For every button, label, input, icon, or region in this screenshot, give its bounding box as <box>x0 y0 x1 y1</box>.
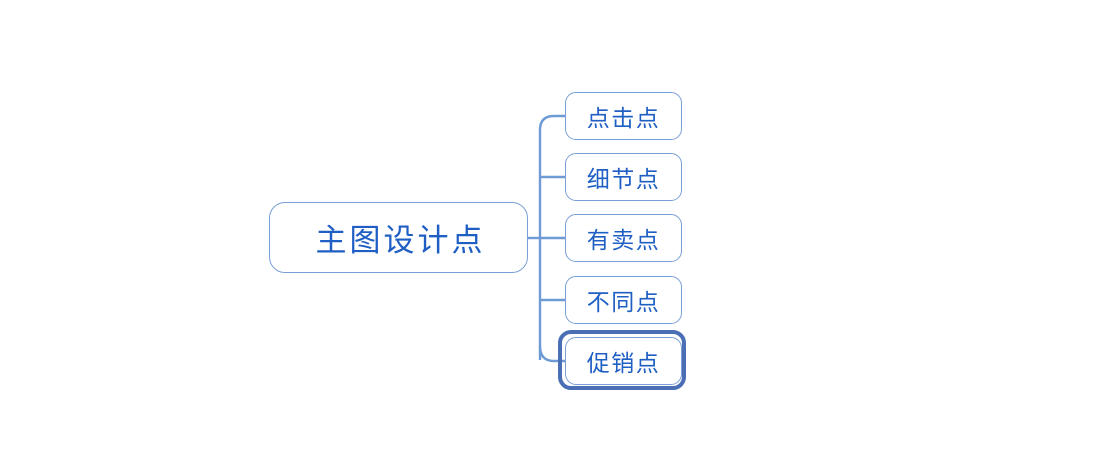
mindmap-child-node-2[interactable]: 细节点 <box>565 153 682 201</box>
mindmap-child-node-1[interactable]: 点击点 <box>565 92 682 140</box>
child-node-label: 不同点 <box>586 290 661 315</box>
child-node-label: 有卖点 <box>586 228 661 253</box>
mindmap-child-node-4[interactable]: 不同点 <box>565 276 682 324</box>
connector-branch-1 <box>538 114 565 131</box>
root-node-label: 主图设计点 <box>315 223 486 258</box>
mindmap-child-node-3[interactable]: 有卖点 <box>565 214 682 262</box>
child-node-label: 促销点 <box>586 351 661 376</box>
node-selection-frame <box>558 330 686 390</box>
child-node-label: 点击点 <box>586 106 661 131</box>
mindmap-child-node-5[interactable]: 促销点 <box>565 337 682 385</box>
child-node-label: 细节点 <box>586 167 661 192</box>
mindmap-root-node[interactable]: 主图设计点 <box>269 202 528 273</box>
